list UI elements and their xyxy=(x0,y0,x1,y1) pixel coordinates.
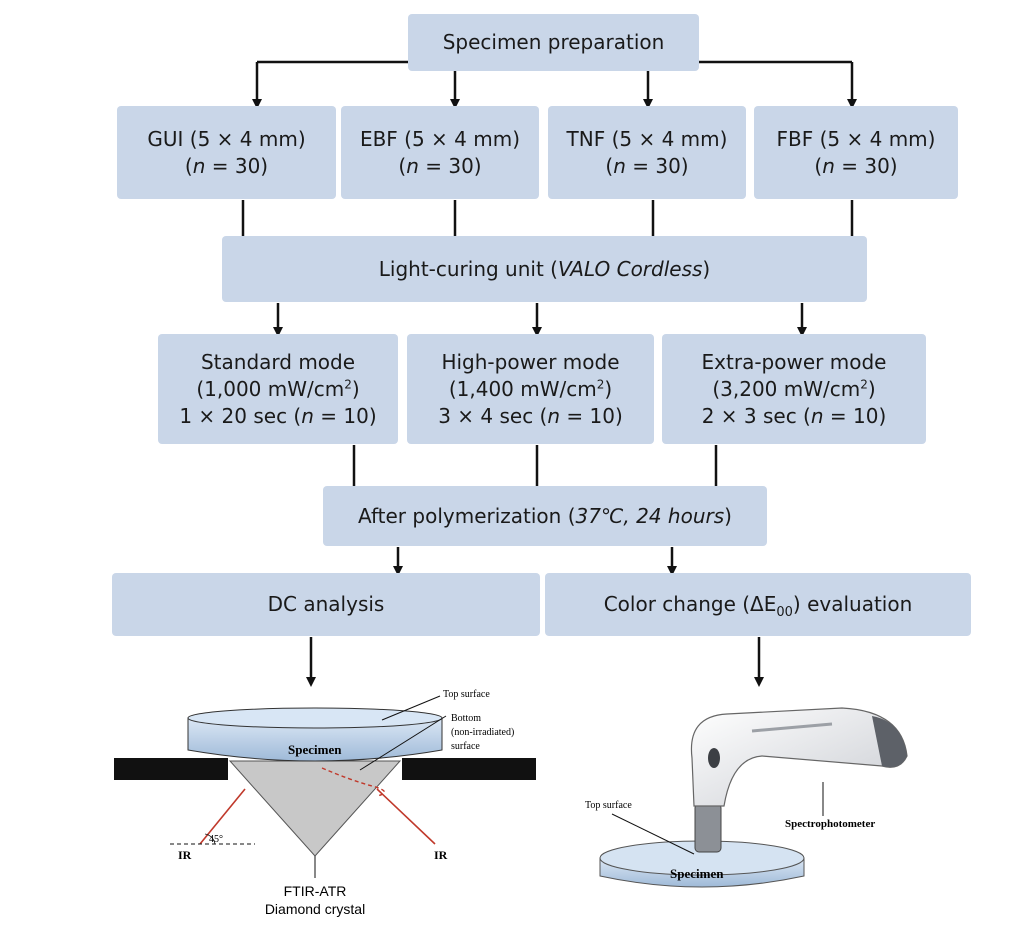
right-clamp xyxy=(402,758,536,780)
crystal-label-2: Diamond crystal xyxy=(265,901,365,917)
specimen-label: Specimen xyxy=(670,866,724,881)
angle-arc xyxy=(204,833,216,845)
ir-ray-out xyxy=(376,788,436,845)
specimen-label: Specimen xyxy=(288,742,342,757)
bottom-surface-label-2: (non-irradiated) xyxy=(451,727,514,738)
spectrophotometer-device xyxy=(690,707,908,853)
diamond-crystal xyxy=(228,760,402,857)
ftir-atr-illustration: Top surface Bottom (non-irradiated) surf… xyxy=(114,689,536,917)
angle-label: 45° xyxy=(209,834,223,845)
mode-exposure: 3 × 4 sec (n = 10) xyxy=(438,403,623,428)
bottom-surface-label-3: surface xyxy=(451,741,480,752)
mode-exposure: 1 × 20 sec (n = 10) xyxy=(179,403,377,428)
device-label: Spectrophotometer xyxy=(785,818,875,830)
mode-title: Standard mode xyxy=(200,349,356,374)
mode-irradiance: (3,200 mW/cm2) xyxy=(712,376,876,401)
material-label: TNF (5 × 4 mm) xyxy=(566,126,728,151)
dc-analysis-label: DC analysis xyxy=(267,592,385,616)
top-surface-label: Top surface xyxy=(585,800,632,811)
mode-box-high-power: High-power mode (1,400 mW/cm2) 3 × 4 sec… xyxy=(407,334,654,444)
material-sample-size: (n = 30) xyxy=(814,153,898,178)
after-polymerization-label: After polymerization (37℃, 24 hours) xyxy=(358,503,732,528)
material-label: GUI (5 × 4 mm) xyxy=(147,126,306,151)
specimen-preparation-box: Specimen preparation xyxy=(408,14,699,71)
ir-label-right: IR xyxy=(434,848,448,862)
material-box-fbf: FBF (5 × 4 mm) (n = 30) xyxy=(754,106,958,199)
bottom-surface-leader xyxy=(359,715,447,771)
top-surface-leader xyxy=(611,813,695,855)
left-clamp xyxy=(114,758,228,780)
material-box-ebf: EBF (5 × 4 mm) (n = 30) xyxy=(341,106,539,199)
mode-exposure: 2 × 3 sec (n = 10) xyxy=(701,403,887,428)
after-polymerization-box: After polymerization (37℃, 24 hours) xyxy=(323,486,767,546)
light-curing-unit-box: Light-curing unit (VALO Cordless) xyxy=(222,236,867,302)
material-sample-size: (n = 30) xyxy=(398,153,482,178)
mode-title: Extra-power mode xyxy=(701,349,887,374)
material-label: FBF (5 × 4 mm) xyxy=(776,126,936,151)
specimen-disc-side xyxy=(187,717,443,762)
mode-irradiance: (1,400 mW/cm2) xyxy=(448,376,613,401)
color-change-box: Color change (ΔE00) evaluation xyxy=(545,573,971,636)
spectrophotometer-illustration: Top surface Spectrophotometer Specimen xyxy=(585,707,908,888)
mode-box-standard: Standard mode (1,000 mW/cm2) 1 × 20 sec … xyxy=(158,334,398,444)
ir-evanescent-path xyxy=(321,767,385,797)
specimen-preparation-label: Specimen preparation xyxy=(442,30,665,54)
material-box-gui: GUI (5 × 4 mm) (n = 30) xyxy=(117,106,336,199)
top-surface-leader xyxy=(381,695,441,721)
material-sample-size: (n = 30) xyxy=(184,153,269,178)
bottom-surface-label-1: Bottom xyxy=(451,713,481,724)
material-label: EBF (5 × 4 mm) xyxy=(359,126,521,151)
material-box-tnf: TNF (5 × 4 mm) (n = 30) xyxy=(548,106,746,199)
top-surface-label: Top surface xyxy=(443,689,490,700)
mode-box-extra-power: Extra-power mode (3,200 mW/cm2) 2 × 3 se… xyxy=(662,334,926,444)
crystal-label-1: FTIR-ATR xyxy=(284,883,347,899)
mode-irradiance: (1,000 mW/cm2) xyxy=(196,376,360,401)
dc-analysis-box: DC analysis xyxy=(112,573,540,636)
mode-title: High-power mode xyxy=(441,349,620,374)
ir-label-left: IR xyxy=(178,848,192,862)
light-curing-unit-label: Light-curing unit (VALO Cordless) xyxy=(378,256,711,281)
material-sample-size: (n = 30) xyxy=(605,153,689,178)
color-change-label: Color change (ΔE00) evaluation xyxy=(603,592,913,620)
